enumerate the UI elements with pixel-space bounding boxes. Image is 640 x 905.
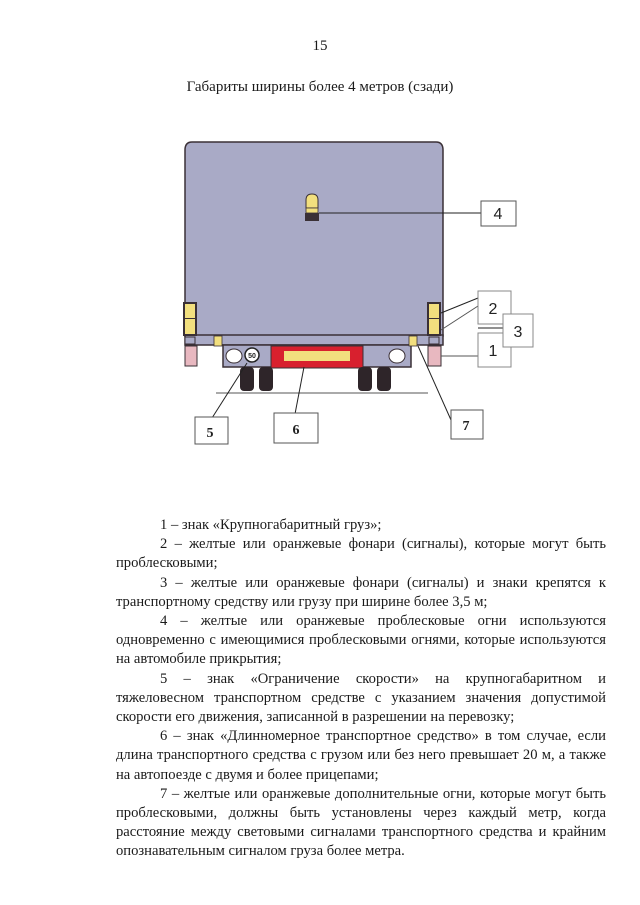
legend-item-7: 7 – желтые или оранжевые дополнительные … xyxy=(116,785,606,860)
beacon-light-icon xyxy=(305,193,319,221)
page-number: 15 xyxy=(312,38,328,54)
svg-text:7: 7 xyxy=(463,419,470,434)
callout-3: 3 xyxy=(502,313,534,348)
svg-text:1: 1 xyxy=(489,343,498,360)
trailer-body xyxy=(184,141,444,337)
callout-6: 6 xyxy=(273,412,319,444)
legend-item-5: 5 – знак «Ограничение скорости» на крупн… xyxy=(116,670,606,726)
svg-text:6: 6 xyxy=(293,423,300,438)
svg-text:3: 3 xyxy=(514,324,523,341)
svg-text:2: 2 xyxy=(489,301,498,318)
callout-5: 5 xyxy=(194,416,229,445)
legend-item-6: 6 – знак «Длинномерное транспортное сред… xyxy=(116,728,606,783)
svg-text:50: 50 xyxy=(248,353,256,360)
legend-item-3: 3 – желтые или оранжевые фонари (сигналы… xyxy=(116,574,606,610)
speed-limit-sign-icon: 50 xyxy=(244,347,260,363)
legend-list: 1 – знак «Крупногабаритный груз»; 2 – же… xyxy=(116,516,606,862)
truck-rear-diagram: 50 4 2 1 3 5 6 7 xyxy=(183,141,534,445)
svg-text:5: 5 xyxy=(207,426,214,441)
page-title: Габариты ширины более 4 метров (сзади) xyxy=(186,79,454,95)
legend-item-1: 1 – знак «Крупногабаритный груз»; xyxy=(160,517,382,533)
callout-4: 4 xyxy=(480,200,517,227)
svg-text:4: 4 xyxy=(494,206,503,223)
legend-item-2: 2 – желтые или оранжевые фонари (сигналы… xyxy=(116,536,606,572)
legend-item-4: 4 – желтые или оранжевые проблесковые ог… xyxy=(116,613,606,668)
callout-7: 7 xyxy=(450,409,484,440)
